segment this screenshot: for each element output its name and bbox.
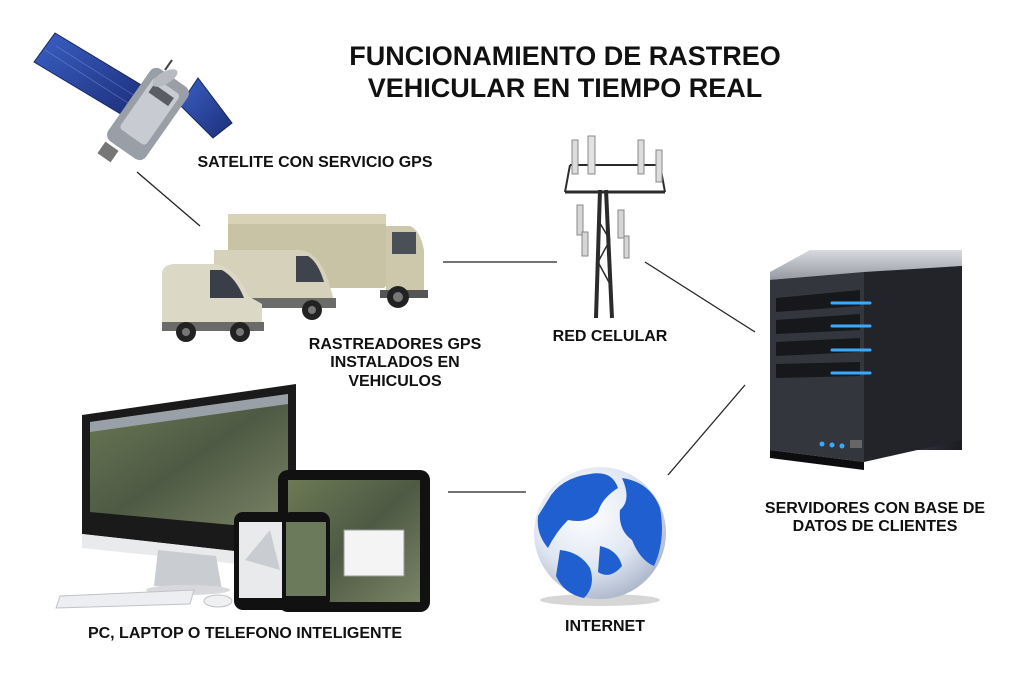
satellite-icon bbox=[33, 32, 233, 163]
servers-label: SERVIDORES CON BASE DE DATOS DE CLIENTES bbox=[764, 500, 986, 536]
connector-lines bbox=[136, 171, 756, 493]
satellite-label: SATELITE CON SERVICIO GPS bbox=[197, 154, 433, 171]
cell-tower-icon bbox=[564, 135, 666, 319]
internet-label: INTERNET bbox=[565, 618, 645, 635]
devices-icon bbox=[55, 384, 430, 612]
server-icon bbox=[770, 250, 962, 470]
line-cell-servers bbox=[644, 261, 756, 333]
line-servers-internet bbox=[667, 384, 746, 476]
vehicles-icon bbox=[162, 214, 428, 342]
devices-label: PC, LAPTOP O TELEFONO INTELIGENTE bbox=[87, 625, 403, 642]
diagram-title: FUNCIONAMIENTO DE RASTREO VEHICULAR EN T… bbox=[349, 41, 781, 104]
trackers-label: RASTREADORES GPS INSTALADOS EN VEHICULOS bbox=[308, 336, 482, 390]
cell-network-label: RED CELULAR bbox=[552, 328, 668, 345]
globe-icon bbox=[534, 467, 666, 606]
line-satellite-vehicles bbox=[136, 171, 201, 227]
